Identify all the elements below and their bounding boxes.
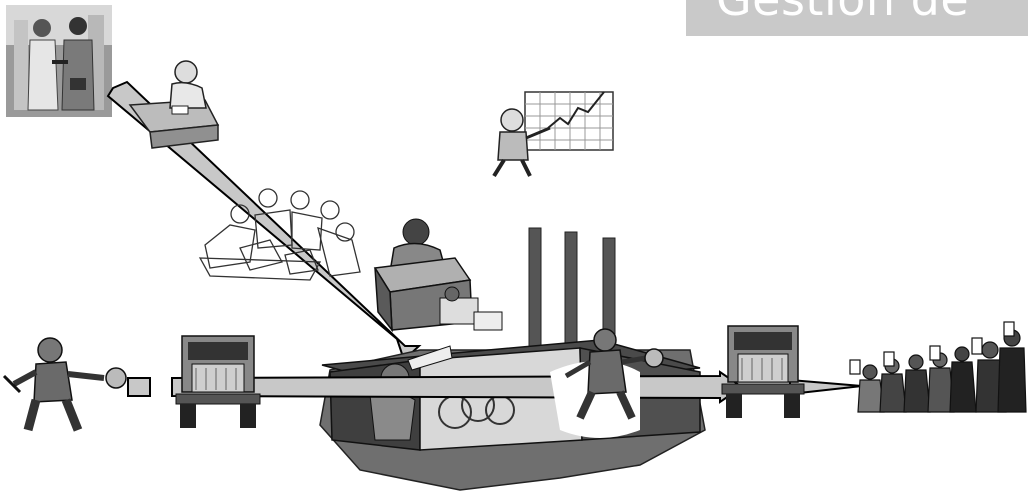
chart-presenter-icon	[494, 92, 613, 176]
truck-icon	[722, 326, 804, 418]
manager-desk-icon	[375, 219, 502, 330]
title-banner: Gestion de	[686, 0, 1028, 36]
handshake-icon	[6, 5, 112, 117]
slide-title: Gestion de	[716, 0, 969, 26]
mechanic-icon	[4, 338, 126, 430]
phone-caller-icon	[130, 61, 218, 148]
customers-icon	[850, 322, 1026, 412]
truck-icon	[176, 336, 260, 428]
